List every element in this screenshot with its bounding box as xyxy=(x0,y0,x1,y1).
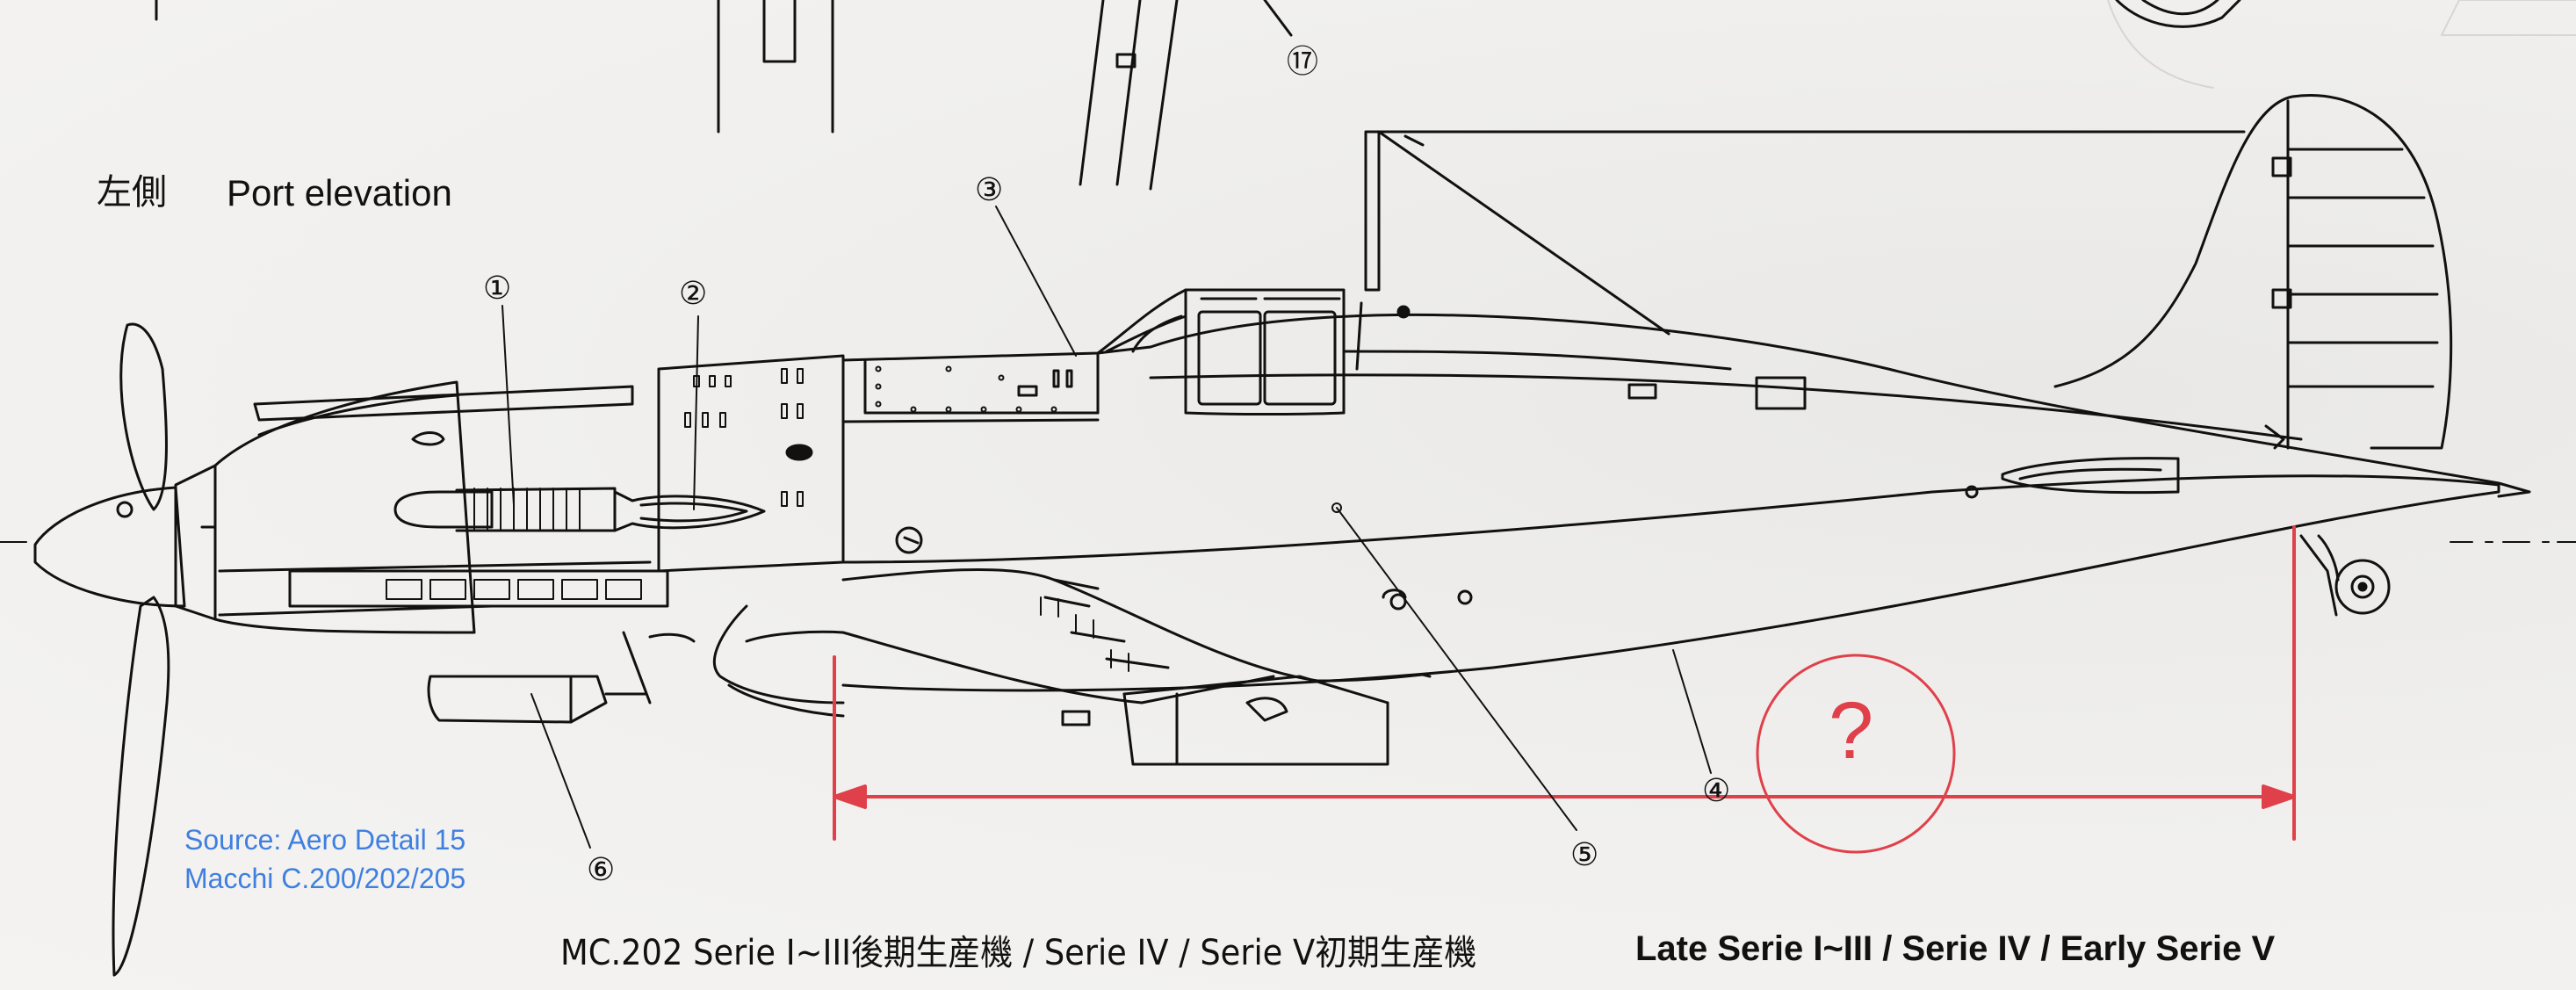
callout-4: ④ xyxy=(1702,773,1730,809)
engine-bay-panels xyxy=(622,354,845,705)
source-line-1: Source: Aero Detail 15 xyxy=(184,824,466,856)
caption-en: Late Serie I~III / Serie IV / Early Seri… xyxy=(1635,929,2276,968)
section-label-en: Port elevation xyxy=(227,172,452,213)
arrowhead-left xyxy=(833,784,867,809)
top-fragments xyxy=(155,0,2241,191)
question-mark: ? xyxy=(1829,686,1874,776)
vertical-tail xyxy=(2053,94,2453,450)
wing xyxy=(713,567,1432,718)
tailwheel xyxy=(2299,481,2531,617)
radiator-scoop xyxy=(1061,675,1389,766)
callout-1: ① xyxy=(483,271,511,307)
caption-jp: MC.202 Serie I~III後期生産機 / Serie IV / Ser… xyxy=(560,933,1477,973)
callout-leaders xyxy=(501,206,1712,849)
propeller xyxy=(33,322,186,977)
fuselage xyxy=(841,313,2500,692)
question-circle xyxy=(1756,654,1956,854)
cockpit-canopy xyxy=(1096,288,1732,416)
callout-2: ② xyxy=(679,276,707,312)
engine-detail xyxy=(288,487,766,608)
callout-3: ③ xyxy=(975,172,1003,208)
callout-17: ⑰ xyxy=(1287,44,1318,80)
arrowhead-right xyxy=(2262,784,2296,809)
callout-6: ⑥ xyxy=(587,852,615,888)
section-label-jp: 左側 xyxy=(97,172,167,213)
oil-cooler xyxy=(427,675,647,724)
source-line-2: Macchi C.200/202/205 xyxy=(184,863,466,894)
callout-numbers: ① ② ③ ④ ⑤ ⑥ ⑰ xyxy=(483,44,1730,888)
radio-mast xyxy=(1364,130,2246,336)
callout-5: ⑤ xyxy=(1570,837,1598,873)
measurement-annotation xyxy=(833,525,2296,854)
background-bleed xyxy=(2107,0,2576,89)
